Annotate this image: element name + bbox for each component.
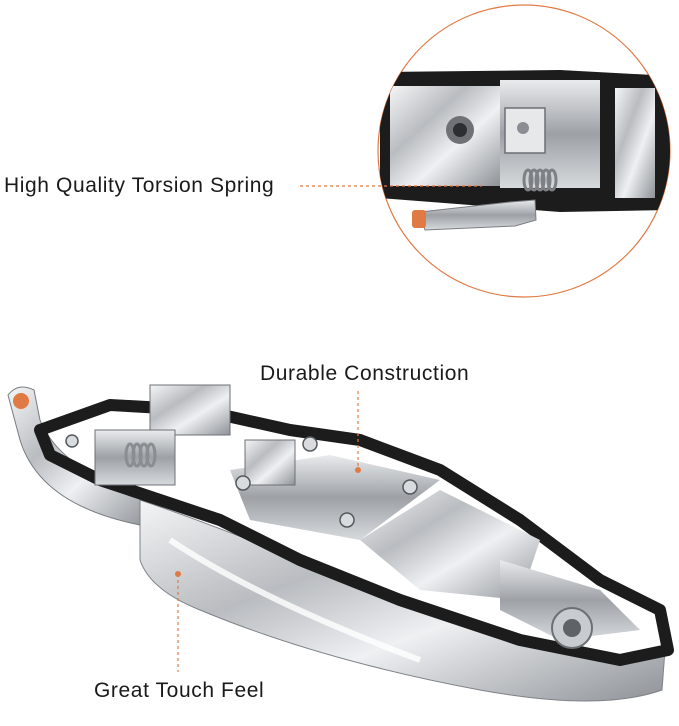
torsion-spring-detail bbox=[377, 4, 671, 298]
torsion-spring-label: High Quality Torsion Spring bbox=[4, 174, 275, 197]
door-handle-product bbox=[7, 384, 674, 702]
touch-feel-label: Great Touch Feel bbox=[94, 679, 265, 702]
durable-construction-label: Durable Construction bbox=[260, 362, 470, 385]
